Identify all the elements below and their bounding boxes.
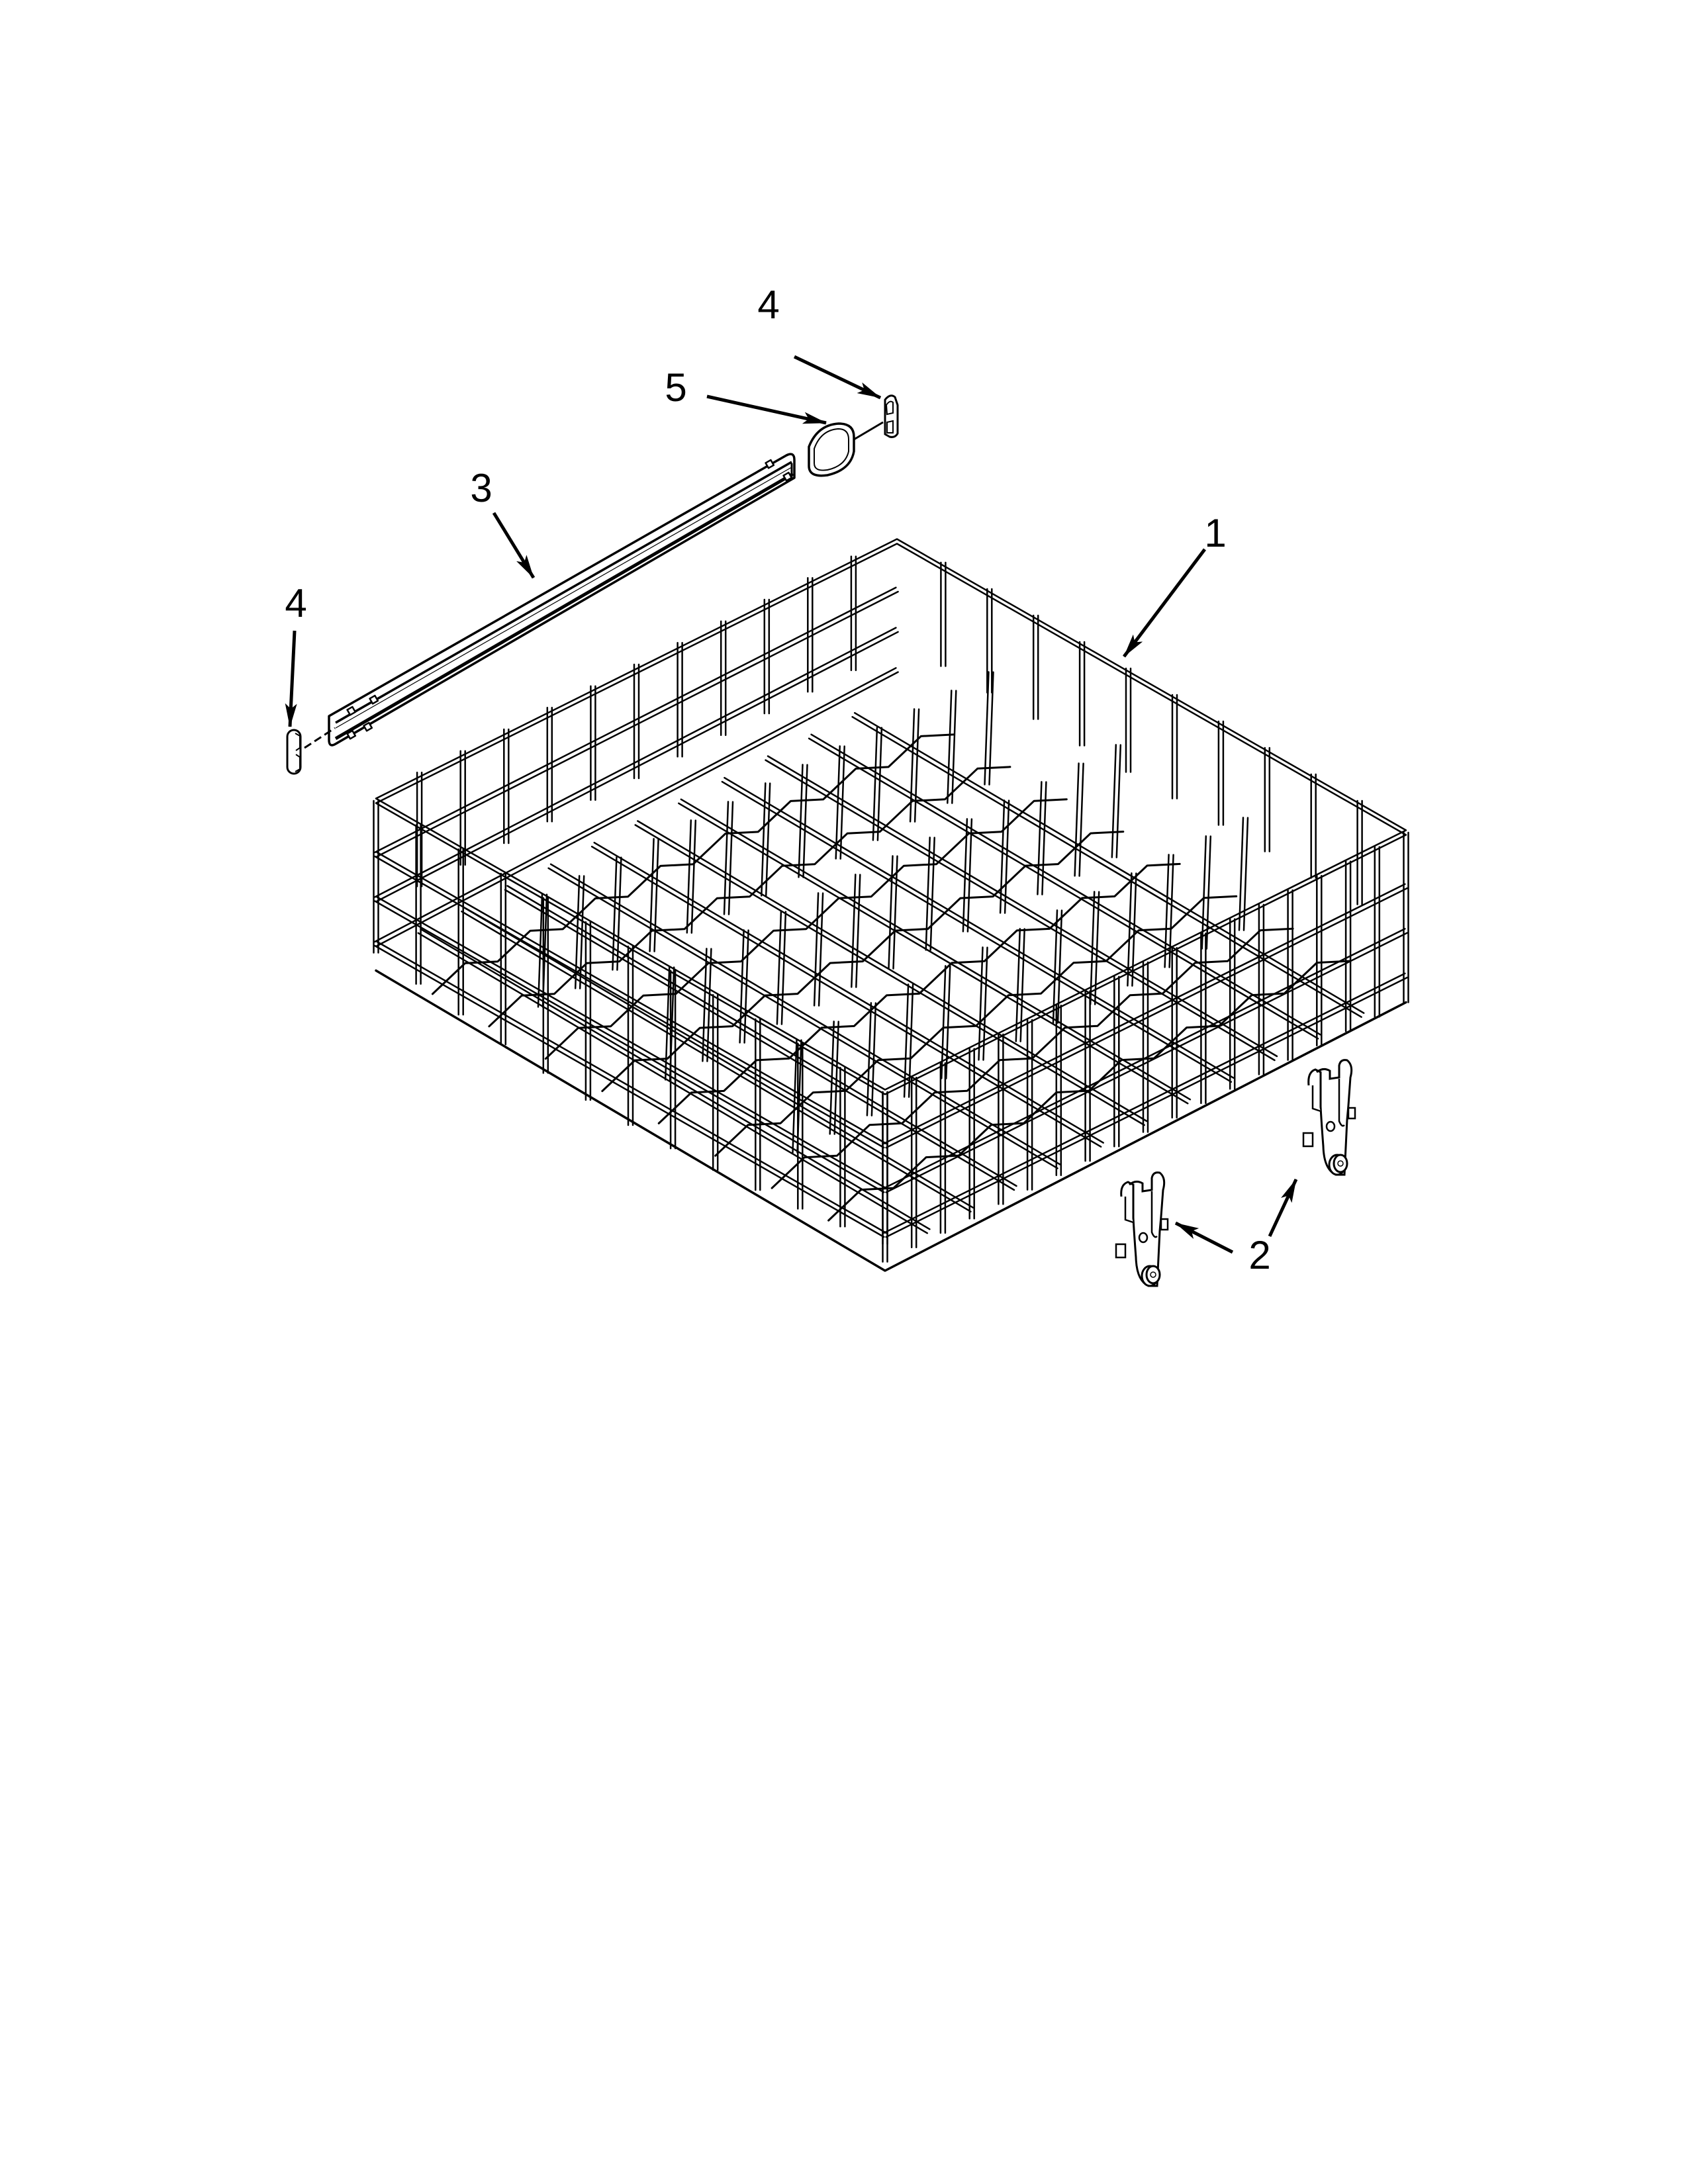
track-end-cap-top	[884, 394, 899, 438]
arrow-part-2b	[1268, 1178, 1298, 1238]
callout-arrows	[285, 355, 1298, 1254]
arrow-part-3	[492, 512, 536, 579]
callout-label-part-4-top: 4	[757, 283, 780, 327]
arrow-part-2a	[1174, 1221, 1234, 1254]
callout-label-part-4-left: 4	[285, 581, 307, 625]
arrow-part-5	[706, 394, 827, 425]
rack-adjuster-roller-right	[1302, 1059, 1356, 1176]
arrow-part-4a	[285, 630, 297, 727]
callout-label-part-1: 1	[1204, 511, 1227, 555]
track-end-cap-left	[286, 727, 336, 775]
callout-label-part-5: 5	[665, 365, 687, 410]
rack-track-rail	[328, 453, 796, 747]
callout-label-part-2: 2	[1248, 1233, 1271, 1277]
callout-label-part-3: 3	[470, 466, 492, 510]
rack-adjuster-roller-left	[1115, 1171, 1169, 1287]
upper-rack-basket	[373, 538, 1409, 1272]
arrow-part-1	[1123, 548, 1206, 658]
arrow-part-4b	[793, 355, 882, 400]
track-stop-bumper	[808, 421, 884, 477]
